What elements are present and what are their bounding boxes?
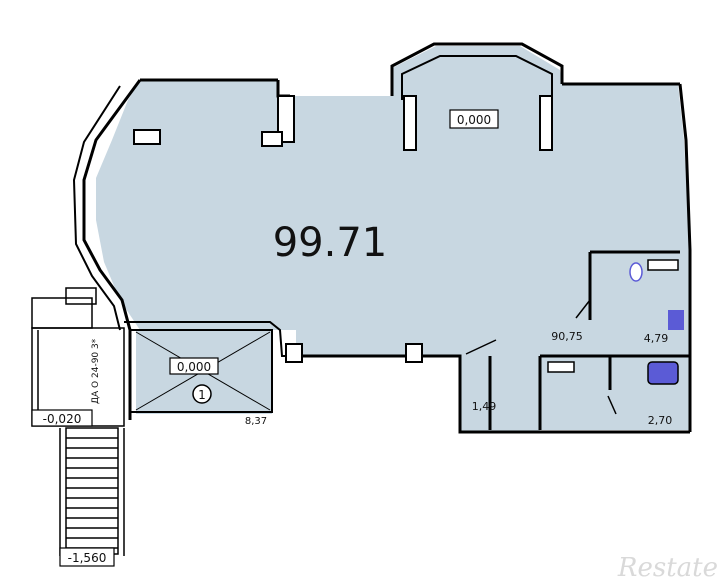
toilet-icon <box>629 262 643 282</box>
door-swings <box>465 299 617 415</box>
column-6 <box>133 129 161 145</box>
column-7 <box>261 131 283 147</box>
area-wc: 4,79 <box>644 332 669 345</box>
area-vestibule: 8,37 <box>245 416 267 427</box>
level-entry-value: -0,020 <box>43 412 82 426</box>
stair-flight <box>65 427 119 555</box>
watermark: Restate <box>617 553 718 581</box>
column-4 <box>285 343 303 363</box>
area-storage-small: 1,49 <box>472 400 497 413</box>
level-vestibule-value: 0,000 <box>177 360 211 374</box>
level-entry-box <box>31 409 93 427</box>
wall-bottom <box>296 354 690 434</box>
wall-right <box>678 83 692 432</box>
column-1 <box>277 95 295 143</box>
wall-wc <box>540 250 690 390</box>
column-2 <box>403 95 417 151</box>
sink-2-icon <box>547 361 575 373</box>
door-storage <box>607 395 617 415</box>
level-bottom-box <box>59 547 115 567</box>
sink-icon <box>647 259 679 271</box>
columns <box>133 95 553 363</box>
wc-fixtures <box>547 259 684 385</box>
level-vestibule-box <box>169 357 219 375</box>
shower-icon <box>668 310 684 330</box>
wall-vestibule <box>130 329 273 413</box>
column-3 <box>539 95 553 151</box>
area-storage-right: 2,70 <box>648 414 673 427</box>
wall-bay-window <box>390 42 564 96</box>
wall-bay-window-inner <box>401 55 553 100</box>
equipment-box-2 <box>65 287 97 305</box>
room-marker-number: 1 <box>198 388 206 402</box>
door-hall <box>465 339 497 355</box>
room-marker-circle <box>192 384 212 404</box>
level-top-box <box>449 109 499 129</box>
wall-storage <box>488 356 542 430</box>
column-5 <box>405 343 423 363</box>
door-wc <box>575 299 591 319</box>
bath-icon <box>647 361 679 385</box>
wall-left-diagonal <box>82 79 142 420</box>
main-area-value: 99.71 <box>273 220 388 266</box>
area-hall: 90,75 <box>551 330 583 343</box>
stair-treads <box>66 437 118 549</box>
wall-left-inner <box>72 85 121 331</box>
ramp-label: ДА О 24-90 3* <box>91 338 101 404</box>
equipment-box <box>31 297 93 329</box>
level-top-value: 0,000 <box>457 113 491 127</box>
level-bottom-value: -1,560 <box>68 551 107 565</box>
